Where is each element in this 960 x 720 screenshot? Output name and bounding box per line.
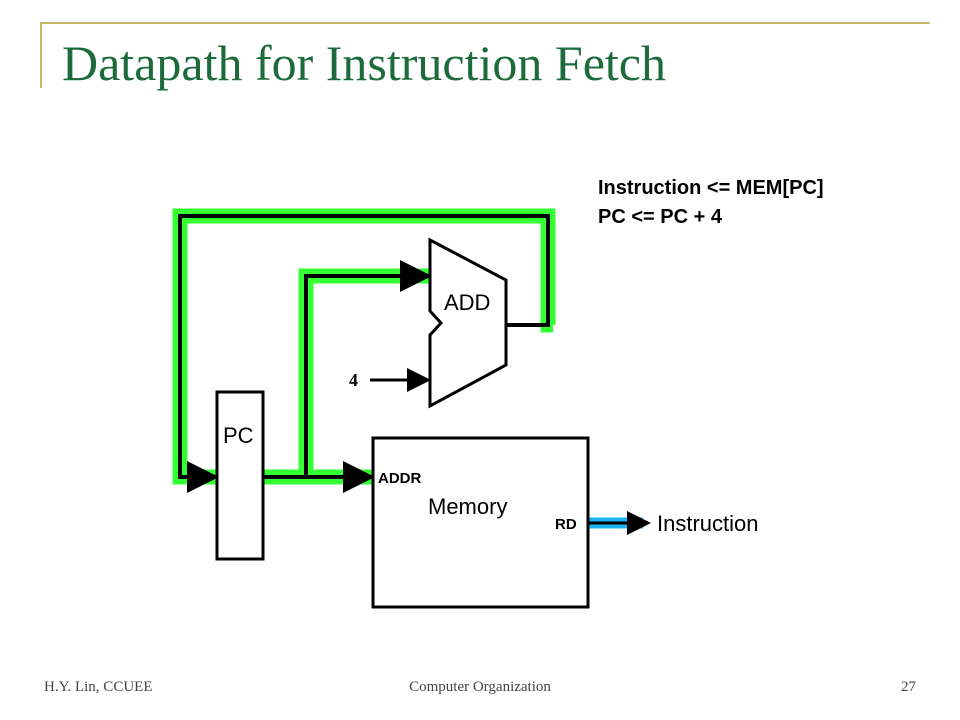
pc-register [215,390,265,561]
fetch-equation-pc-update: PC <= PC + 4 [598,206,722,228]
title-frame-top-line [40,22,930,24]
instruction-memory [371,436,590,609]
footer-course: Computer Organization [409,679,551,695]
adder-feedback-wire [178,214,550,493]
footer-author: H.Y. Lin, CCUEE [44,679,153,695]
addr-port-label: ADDR [378,470,421,487]
pc-to-adder-wire [304,260,432,477]
instruction-output-label: Instruction [657,511,759,536]
adder-label: ADD [444,290,490,315]
title-frame-left-line [40,22,42,88]
footer-page-number: 27 [901,679,916,695]
adder-unit [428,237,508,409]
memory-label: Memory [428,494,507,519]
datapath-wires [178,214,651,535]
slide-title: Datapath for Instruction Fetch [62,35,666,91]
rd-port-label: RD [555,516,577,533]
fetch-equation-instruction: Instruction <= MEM[PC] [598,177,824,199]
constant-four-label: 4 [349,370,358,390]
pc-label: PC [223,423,254,448]
